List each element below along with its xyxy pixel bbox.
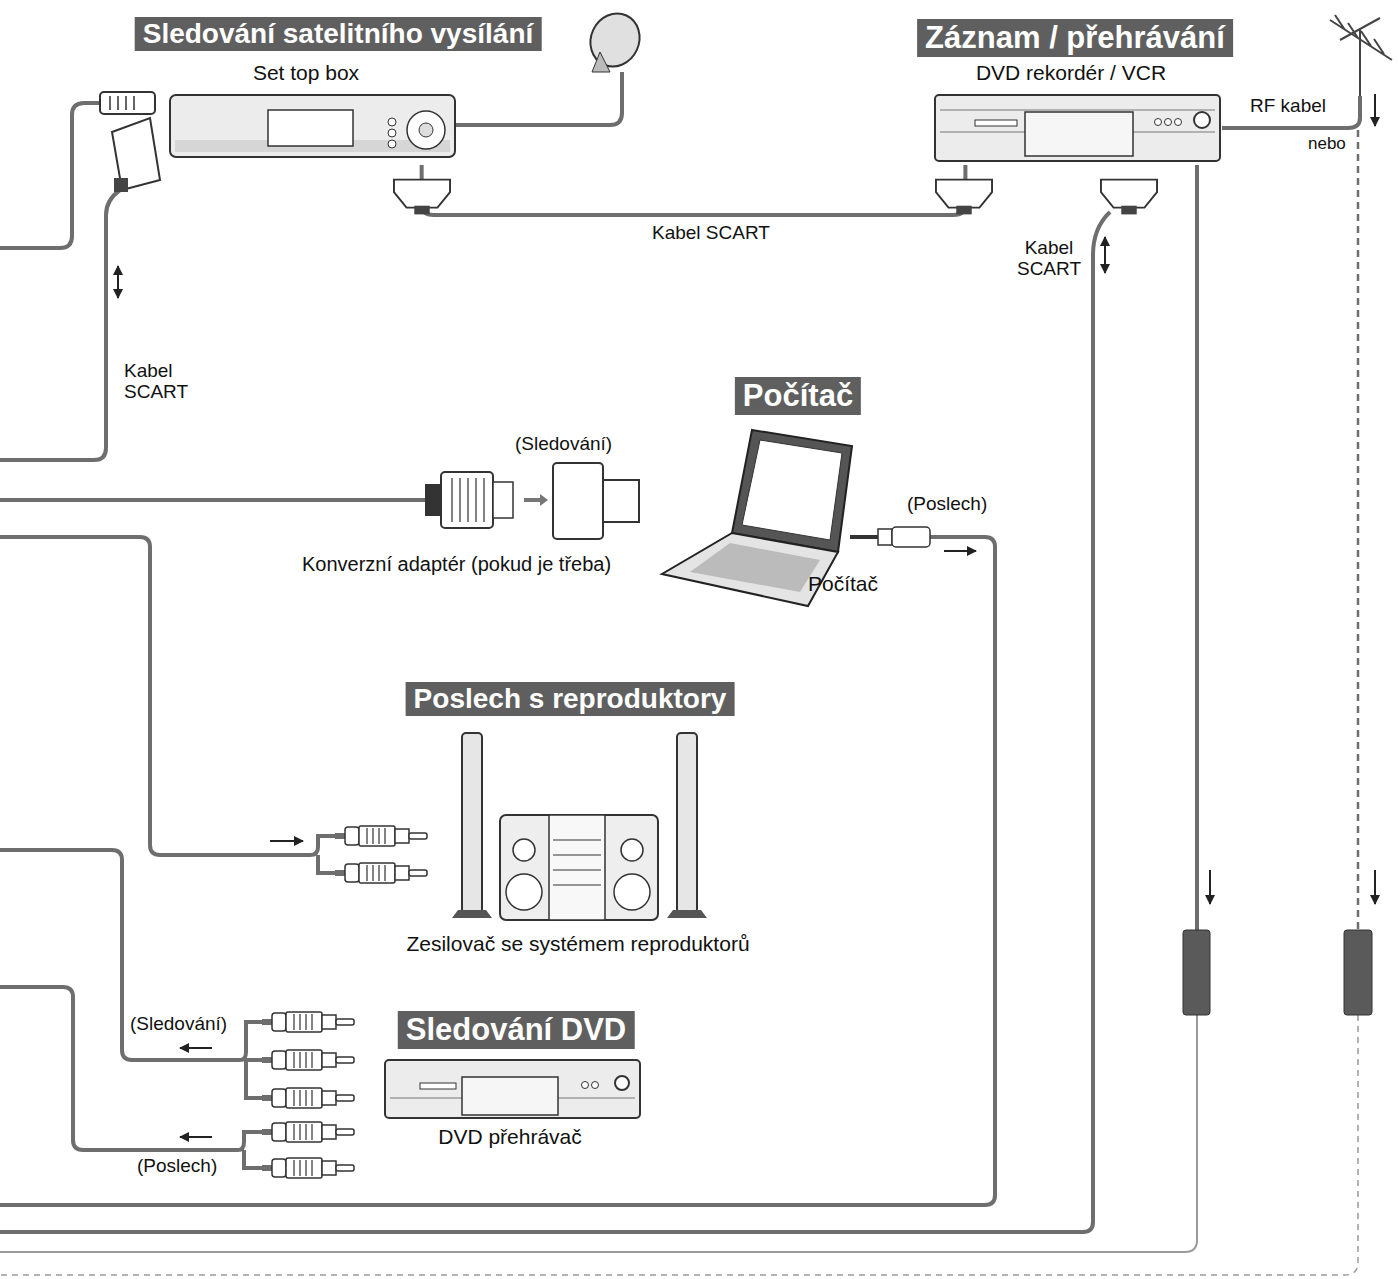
banner-text: Počítač [743,378,853,413]
scart-cable [422,165,966,215]
section-banner: Počítač [735,377,861,415]
section-banner: Sledování satelitního vysílání [135,17,542,51]
text-label: (Poslech) [135,1156,219,1177]
banner-text: Poslech s reproduktory [414,683,727,714]
device-label: Zesilovač se systémem reproduktorů [406,931,749,956]
section-banner: Sledování DVD [398,1011,635,1049]
device-box: Set top box [165,58,460,165]
cable-label: Kabel SCART [650,223,772,244]
text-label: (Sledování) [128,1014,229,1035]
text-label: Konverzní adaptér (pokud je třeba) [300,553,613,575]
section-banner: Poslech s reproduktory [406,682,735,716]
banner-text: Sledování satelitního vysílání [143,18,534,49]
text-label: RF kabel [1248,96,1328,117]
text-label: nebo [1306,135,1348,154]
device-label: DVD rekordér / VCR [976,60,1166,85]
device-box: Počítač [660,425,900,607]
banner-text: Záznam / přehrávání [925,20,1225,55]
banner-text: Sledování DVD [406,1012,627,1047]
section-banner: Záznam / přehrávání [917,19,1233,57]
text-label: (Sledování) [513,434,614,455]
device-label: Set top box [253,60,359,85]
text-label: Kabel SCART [122,361,196,403]
text-label: (Poslech) [905,494,989,515]
device-box: Zesilovač se systémem reproduktorů [365,728,792,964]
device-box: DVD rekordér / VCR [930,58,1225,165]
device-box: DVD přehrávač [380,1055,645,1155]
device-label: Počítač [808,571,878,596]
device-label: DVD přehrávač [438,1124,582,1149]
text-label: Kabel SCART [1008,238,1090,280]
